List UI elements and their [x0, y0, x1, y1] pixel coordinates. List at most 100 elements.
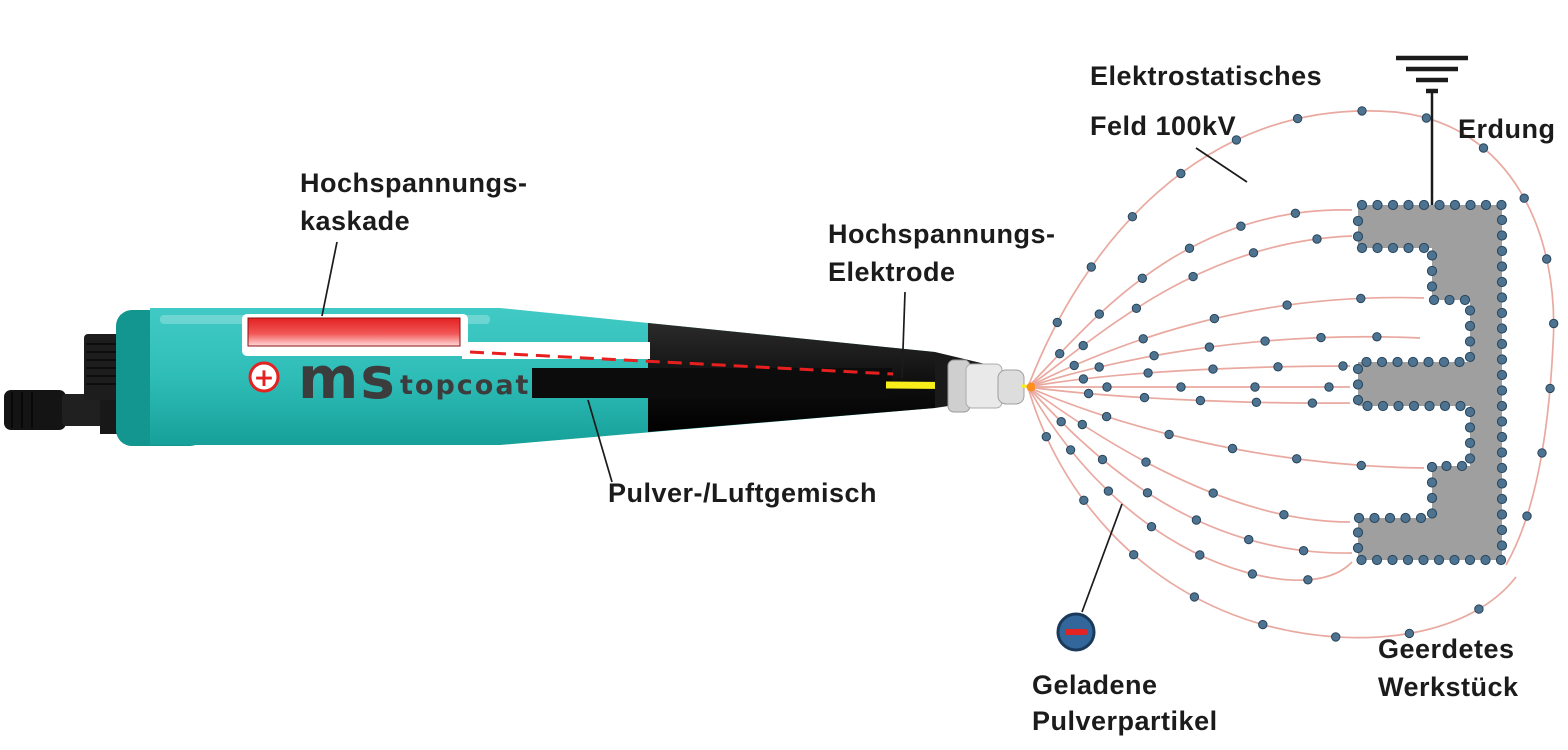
- powder-particle-dot: [1312, 234, 1322, 244]
- powder-particle-dot: [1415, 512, 1427, 524]
- powder-particle-dot: [1146, 522, 1157, 532]
- label-field-line2: Feld 100kV: [1090, 111, 1236, 141]
- high-voltage-cascade-bar: [247, 317, 461, 347]
- powder-particle-dot: [1387, 199, 1399, 211]
- powder-particle-dot: [1316, 332, 1326, 343]
- powder-particle-dot: [1352, 527, 1364, 538]
- powder-particle-dot: [1191, 515, 1202, 525]
- field-line: [1027, 335, 1421, 388]
- brand-logo: + ms topcoat: [248, 344, 528, 412]
- powder-particle-dot: [1303, 575, 1313, 585]
- powder-particle-dot: [1496, 540, 1508, 551]
- powder-particle-dot: [1496, 230, 1508, 241]
- powder-particle-dot: [1338, 361, 1348, 371]
- powder-particle-dot: [1251, 397, 1262, 407]
- label-powder-air: Pulver-/Luftgemisch: [608, 478, 877, 508]
- powder-particle-dot: [1407, 356, 1419, 368]
- powder-particle-dot: [1496, 524, 1508, 536]
- powder-particle-dot: [1496, 416, 1508, 427]
- powder-particle-dot: [1465, 199, 1476, 211]
- powder-particle-dot: [1464, 351, 1476, 363]
- powder-particle-dot: [1137, 273, 1148, 283]
- powder-particle-dot: [1403, 199, 1414, 211]
- powder-particle-dot: [1404, 628, 1415, 639]
- powder-particle-dot: [1176, 382, 1186, 392]
- powder-particle-dot: [1496, 199, 1507, 211]
- field-line: [1027, 386, 1425, 469]
- powder-particle-dot: [1402, 554, 1414, 566]
- powder-particle-dot: [1258, 619, 1268, 630]
- powder-particle-dot: [1459, 294, 1471, 306]
- high-voltage-dashed-line: [469, 350, 894, 376]
- powder-particle-dot: [1387, 554, 1398, 566]
- powder-particle-dot: [1371, 554, 1383, 566]
- label-cascade-line1: Hochspannungs-: [300, 168, 528, 198]
- cascade-leader: [321, 241, 338, 317]
- powder-particle-dot: [1522, 511, 1532, 521]
- powder-particle-dot: [1273, 362, 1283, 372]
- electrode-leader: [901, 291, 906, 379]
- powder-particle-dot: [1496, 400, 1508, 412]
- field-line: [1027, 386, 1353, 554]
- powder-particle-dot: [1418, 554, 1429, 566]
- powder-particle-dot: [1372, 332, 1382, 342]
- field-line: [1027, 209, 1353, 388]
- label-particle-line1: Geladene: [1032, 670, 1158, 700]
- powder-particle-dot: [1244, 534, 1254, 545]
- powder-particle-dot: [1441, 460, 1452, 472]
- powder-particle-dot: [1139, 392, 1150, 403]
- plus-badge: [248, 361, 280, 393]
- particle-leader: [1081, 503, 1123, 613]
- powder-particle-dot: [1078, 340, 1088, 351]
- powder-particle-dot: [1292, 454, 1302, 464]
- powder-particle-dot: [1545, 383, 1555, 394]
- powder-particle-dot: [1041, 432, 1052, 442]
- powder-particle-dot: [1496, 385, 1508, 396]
- powder-particle-dot: [1369, 512, 1380, 524]
- powder-particle-dot: [1142, 488, 1153, 498]
- powder-particle-dot: [1195, 395, 1206, 406]
- powder-particle-dot: [1069, 360, 1079, 371]
- powder-particle-dot: [1362, 400, 1373, 412]
- powder-particle-dot: [1065, 445, 1076, 455]
- powder-particle-dot: [1352, 394, 1364, 406]
- powder-particle-dot: [1236, 221, 1246, 231]
- powder-particle-dot: [1403, 242, 1414, 254]
- powder-particle-dot: [1480, 554, 1491, 566]
- label-field-line1: Elektrostatisches: [1090, 61, 1322, 91]
- powder-particle-dot: [1298, 546, 1309, 556]
- powder-particle-dot: [1496, 338, 1508, 350]
- powder-particle-dot: [1455, 400, 1466, 412]
- powder-particle-dot: [1426, 508, 1438, 519]
- powder-particle-dot: [1352, 379, 1364, 390]
- powder-particle-dot: [1418, 199, 1430, 211]
- label-workpiece-line1: Geerdetes: [1378, 634, 1515, 664]
- powder-particle-dot: [1549, 318, 1559, 329]
- powder-particle-dot: [1195, 550, 1205, 560]
- powder-particle-dot: [1101, 411, 1112, 422]
- powder-particle-dot: [1307, 398, 1318, 408]
- label-ground: Erdung: [1458, 114, 1556, 144]
- powder-particle-dot: [1496, 323, 1508, 334]
- charged-powder-particle: [1056, 612, 1096, 652]
- powder-particle-dot: [1129, 550, 1139, 560]
- powder-particle-dot: [1141, 457, 1151, 467]
- powder-particle-dot: [1424, 400, 1435, 412]
- powder-particle-dot: [1464, 437, 1476, 449]
- powder-particle-dot: [1464, 336, 1476, 347]
- field-line: [1027, 386, 1351, 404]
- powder-particle-dot: [1356, 199, 1368, 211]
- label-cascade-line2: kaskade: [300, 206, 410, 236]
- grounded-workpiece: [1358, 205, 1502, 560]
- powder-particle-dot: [1496, 369, 1508, 381]
- label-particle-line2: Pulverpartikel: [1032, 706, 1218, 736]
- powder-particle-dot: [1094, 309, 1105, 319]
- powder-particle-dot: [1356, 554, 1367, 566]
- powder-particle-dot: [1474, 604, 1484, 614]
- electrostatic-field-lines: [1027, 110, 1555, 639]
- powder-particle-dot: [1184, 243, 1195, 254]
- ground-symbol: [1396, 55, 1468, 205]
- field-line: [1027, 386, 1351, 523]
- powder-particle-dot: [1127, 212, 1138, 222]
